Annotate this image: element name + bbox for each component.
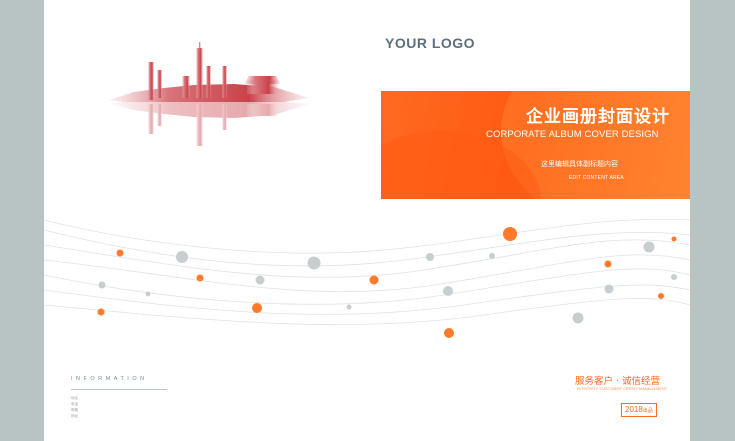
wave-dot <box>97 308 105 316</box>
wave-dot <box>572 312 584 324</box>
wave-dot <box>98 281 106 289</box>
year-badge: 2018出品 <box>621 403 657 417</box>
year-suffix: 出品 <box>642 408 653 414</box>
wave-dot <box>252 303 262 313</box>
wave-dot <box>196 274 204 282</box>
wave-dot <box>503 227 517 241</box>
wave-dot <box>643 241 655 253</box>
wave-dot <box>145 291 151 297</box>
wave-dot <box>671 236 677 242</box>
wave-dot <box>255 275 265 285</box>
wave-dot <box>176 251 188 263</box>
brochure-cover: YOUR LOGO 企业画册封面设计 CORPORATE ALBUM COVER… <box>44 0 690 441</box>
wave-dot <box>489 253 495 259</box>
information-item: 电话 <box>71 402 78 406</box>
information-list: 地址 电话 邮箱 网址 <box>71 395 78 419</box>
network-wave-graphic <box>44 218 690 338</box>
wave-dot <box>307 256 321 270</box>
information-item: 地址 <box>71 396 78 400</box>
wave-dot <box>346 304 352 310</box>
banner-title: 企业画册封面设计 <box>526 107 670 127</box>
year-number: 2018 <box>625 405 643 414</box>
wave-dot <box>369 275 379 285</box>
banner-edit-en: EDIT CONTENT AREA <box>569 175 624 181</box>
logo-text: YOUR LOGO <box>385 35 476 51</box>
wave-dot <box>604 260 612 268</box>
information-label: INFORMATION <box>71 376 148 382</box>
slogan-en: INTEGRITY CUSTOMER CREDIT MANAGEMENT <box>577 387 668 391</box>
information-item: 网址 <box>71 414 78 418</box>
wave-dot <box>444 328 454 338</box>
city-skyline-illustration <box>109 42 309 146</box>
wave-dot <box>443 286 453 296</box>
wave-dot <box>116 249 124 257</box>
slogan-cn: 服务客户 · 诚信经营 <box>575 376 661 387</box>
wave-dot <box>426 253 434 261</box>
banner-edit-cn: 这里编辑具体副标题内容 <box>541 160 618 168</box>
information-item: 邮箱 <box>71 408 78 412</box>
banner-subtitle-en: CORPORATE ALBUM COVER DESIGN <box>486 129 659 140</box>
information-divider <box>71 389 167 390</box>
wave-dot <box>658 293 664 299</box>
title-banner: 企业画册封面设计 CORPORATE ALBUM COVER DESIGN 这里… <box>381 91 690 199</box>
wave-dot <box>671 274 677 280</box>
wave-dot <box>604 284 614 294</box>
